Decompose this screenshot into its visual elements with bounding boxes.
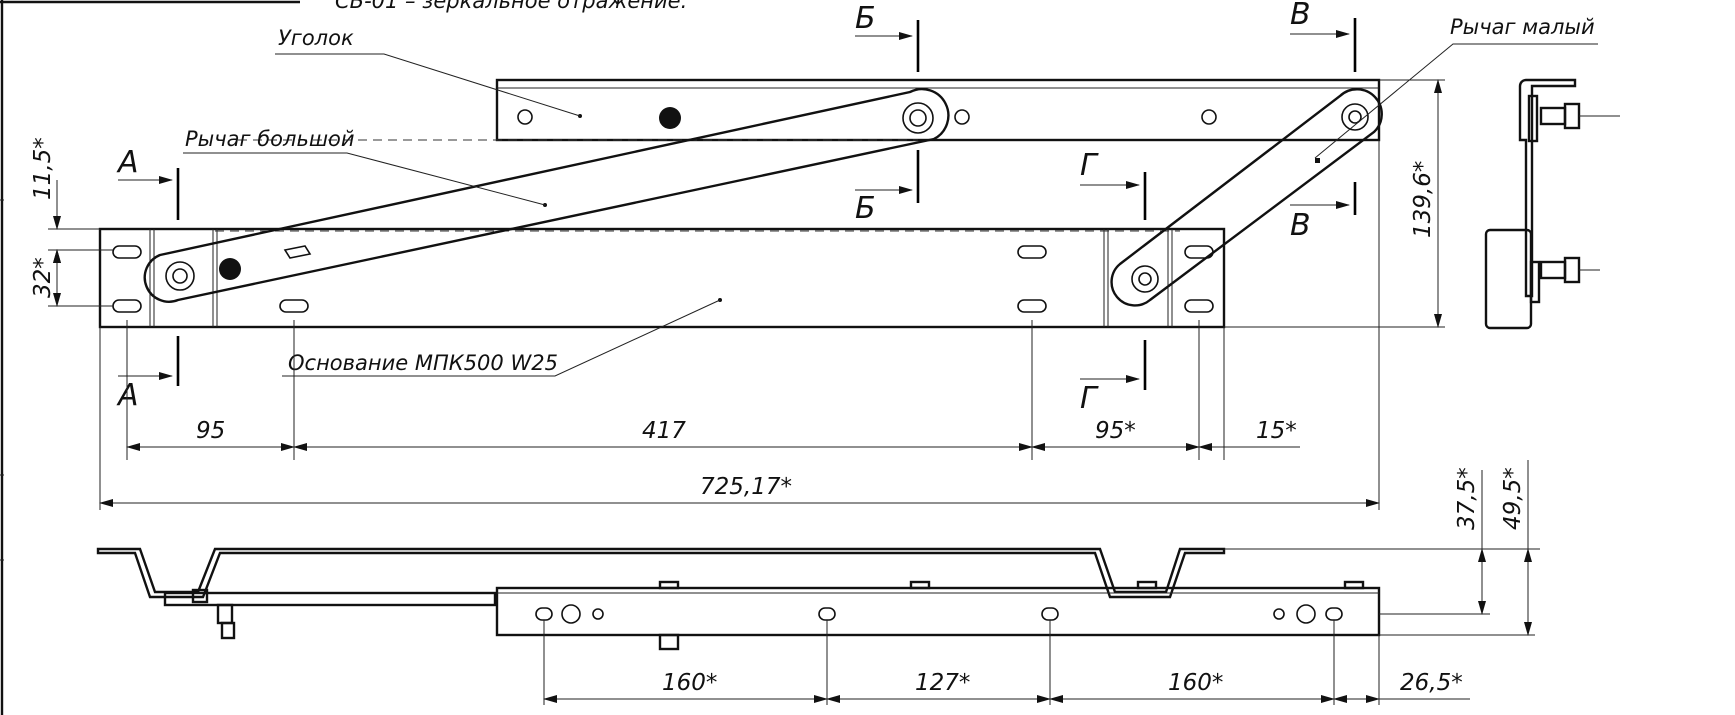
hole-icon xyxy=(954,109,970,125)
bottom-dimensions xyxy=(543,460,1540,705)
hole-icon xyxy=(1201,109,1217,125)
base-plate xyxy=(98,227,1226,329)
section-v-bottom: В xyxy=(1290,208,1311,243)
drawing-frame xyxy=(0,0,300,715)
dim-37-5: 37,5* xyxy=(1454,467,1480,530)
dim-95-star: 95* xyxy=(1095,418,1136,444)
angle-bar-top xyxy=(495,78,1381,142)
side-view xyxy=(1484,78,1620,330)
front-view xyxy=(96,547,1381,651)
dim-160-b: 160* xyxy=(1168,670,1223,696)
section-b-bottom: Б xyxy=(855,191,876,226)
dim-49-5: 49,5* xyxy=(1500,467,1526,530)
section-v-top: В xyxy=(1290,0,1311,32)
label-lever-small: Рычаг малый xyxy=(1450,15,1595,39)
label-base: Основание МПК500 W25 xyxy=(288,351,558,375)
hole-icon xyxy=(517,109,533,125)
big-lever xyxy=(143,87,950,303)
section-b-top: Б xyxy=(855,1,876,36)
dim-160-a: 160* xyxy=(662,670,717,696)
label-ugolok: Уголок xyxy=(278,26,354,50)
dim-95: 95 xyxy=(196,418,225,444)
small-lever xyxy=(1110,88,1383,307)
dim-11-5: 11,5* xyxy=(30,137,56,200)
section-g-bottom: Г xyxy=(1080,381,1099,416)
label-lever-big: Рычаг большой xyxy=(185,127,355,151)
section-g-top: Г xyxy=(1080,148,1099,183)
section-marks xyxy=(118,18,1357,390)
dim-26-5: 26,5* xyxy=(1400,670,1463,696)
dim-139-6: 139,6* xyxy=(1410,161,1436,238)
dim-127: 127* xyxy=(915,670,970,696)
top-dimensions xyxy=(48,79,1445,510)
dim-15-star: 15* xyxy=(1256,418,1297,444)
section-a-top: А xyxy=(116,145,139,180)
dim-32: 32* xyxy=(30,257,56,298)
dim-417: 417 xyxy=(642,418,686,444)
dim-725: 725,17* xyxy=(700,474,792,500)
mirror-note: СБ-01 – зеркальное отражение. xyxy=(335,0,687,13)
leader-lines xyxy=(183,43,1598,377)
